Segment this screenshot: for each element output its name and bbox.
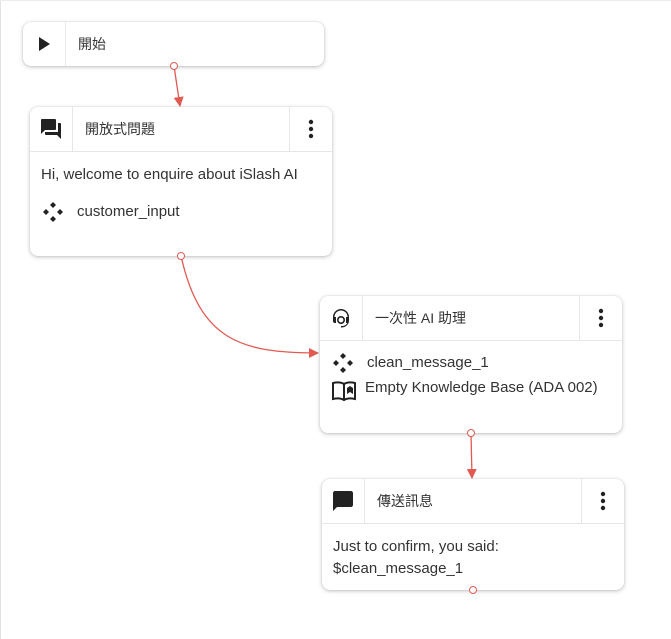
more-vert-icon[interactable] (289, 107, 332, 151)
more-vert-icon[interactable] (581, 479, 624, 523)
node-body: Hi, welcome to enquire about iSlash AI c… (30, 152, 332, 234)
edge-ai-assistant-to-send-message (466, 432, 477, 479)
node-header: 開始 (23, 22, 324, 66)
variable-name: clean_message_1 (367, 354, 489, 371)
variable-diamond-icon (41, 200, 67, 224)
variable-row: clean_message_1 (331, 351, 611, 375)
node-body: clean_message_1 Empty Knowledge Base (AD… (320, 341, 622, 413)
variable-name: customer_input (77, 203, 180, 220)
node-title: 一次性 AI 助理 (375, 310, 467, 326)
edge-start-to-open-question (173, 65, 184, 107)
node-open-question[interactable]: 開放式問題 Hi, welcome to enquire about iSlas… (30, 107, 332, 256)
node-header: 傳送訊息 (322, 479, 624, 524)
node-header: 一次性 AI 助理 (320, 296, 622, 341)
node-start[interactable]: 開始 (23, 22, 324, 66)
support-agent-icon (320, 296, 363, 340)
variable-diamond-icon (331, 351, 357, 375)
forum-icon (30, 107, 73, 151)
chat-bubble-icon (322, 479, 365, 523)
output-port[interactable] (177, 252, 185, 260)
knowledge-base-row: Empty Knowledge Base (ADA 002) (331, 377, 611, 403)
node-ai-assistant[interactable]: 一次性 AI 助理 clean_message_1 (320, 296, 622, 433)
play-icon (23, 22, 66, 66)
book-icon (331, 379, 357, 403)
output-port[interactable] (170, 62, 178, 70)
output-port[interactable] (467, 429, 475, 437)
canvas-border (0, 0, 671, 1)
node-message: Hi, welcome to enquire about iSlash AI (41, 166, 298, 183)
node-body: Just to confirm, you said: $clean_messag… (322, 524, 624, 590)
node-header: 開放式問題 (30, 107, 332, 152)
node-title: 開放式問題 (85, 121, 155, 137)
node-title: 開始 (78, 36, 106, 52)
node-message: Just to confirm, you said: $clean_messag… (333, 538, 499, 577)
edge-open-question-to-ai-assistant (180, 255, 319, 358)
knowledge-base-name: Empty Knowledge Base (ADA 002) (365, 379, 598, 396)
more-vert-icon[interactable] (579, 296, 622, 340)
node-title: 傳送訊息 (377, 493, 433, 509)
node-send-message[interactable]: 傳送訊息 Just to confirm, you said: $clean_m… (322, 479, 624, 590)
canvas-border (0, 0, 1, 639)
output-port[interactable] (469, 586, 477, 594)
variable-row: customer_input (41, 200, 321, 224)
